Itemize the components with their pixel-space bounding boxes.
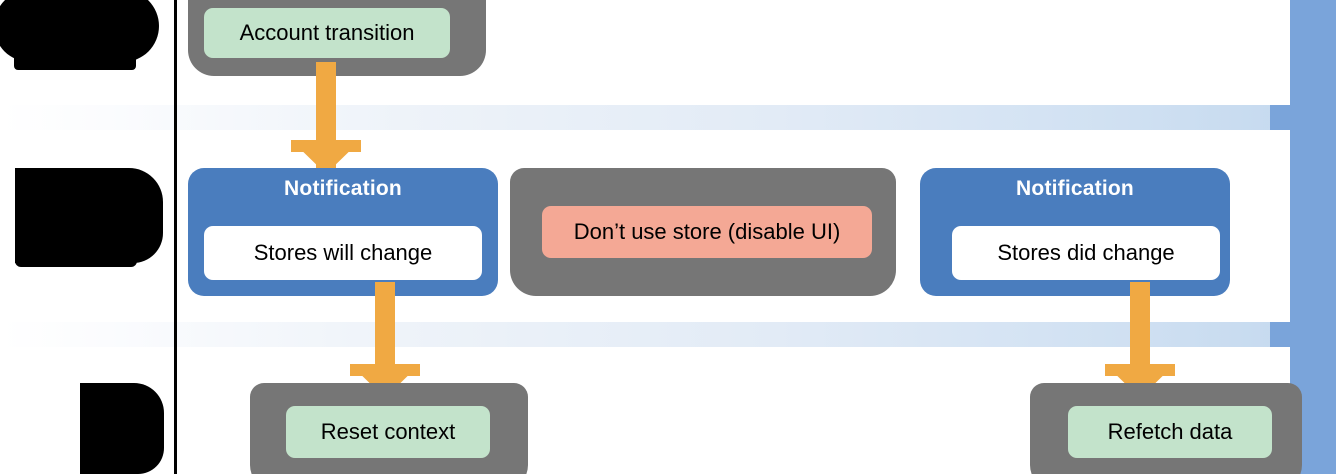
node-dont-use-store[interactable]: Don’t use store (disable UI) — [542, 206, 872, 258]
edge-arrow-did-to-refetch — [1105, 282, 1175, 398]
node-notification-did-label: Stores did change — [997, 240, 1175, 265]
lane-separator-band-1 — [0, 105, 1336, 130]
node-reset-context-label: Reset context — [320, 419, 456, 444]
redacted-lane-label-2b — [15, 215, 137, 267]
node-refetch-data-label: Refetch data — [1107, 419, 1233, 444]
node-dont-use-store-label: Don’t use store (disable UI) — [573, 219, 841, 244]
node-account-transition-label: Account transition — [239, 20, 415, 45]
node-refetch-data[interactable]: Refetch data — [1068, 406, 1272, 458]
lane-label-divider — [174, 0, 177, 474]
redacted-lane-label-3 — [80, 383, 164, 474]
node-account-transition[interactable]: Account transition — [204, 8, 450, 58]
node-notification-did-body[interactable]: Stores did change — [952, 226, 1220, 280]
lane-separator-band-2 — [0, 322, 1336, 347]
edge-arrow-will-to-reset — [350, 282, 420, 398]
right-rail-notch-2 — [1270, 322, 1292, 347]
node-notification-will-body[interactable]: Stores will change — [204, 226, 482, 280]
node-notification-will-title: Notification — [284, 177, 402, 200]
redacted-lane-label-1b — [14, 50, 136, 70]
edge-arrow-account-to-will — [291, 62, 361, 174]
node-notification-did-title: Notification — [1016, 177, 1134, 200]
right-rail-notch-1 — [1270, 105, 1292, 130]
node-notification-will-label: Stores will change — [253, 240, 433, 265]
node-reset-context[interactable]: Reset context — [286, 406, 490, 458]
